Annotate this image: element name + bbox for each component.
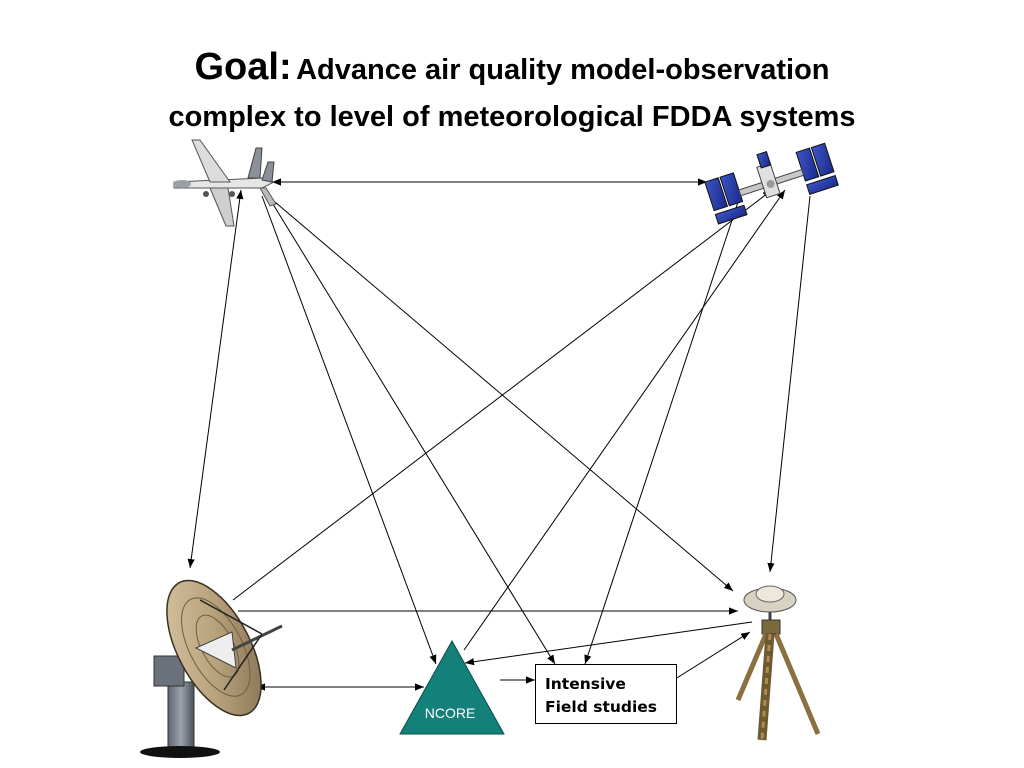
arrow-satellite-to-field-studies (584, 195, 741, 665)
space-station-icon (704, 142, 839, 225)
aircraft-icon (173, 139, 277, 227)
title-line-2: complex to level of meteorological FDDA … (168, 101, 856, 133)
arrow-satellite-to-ground-sensor (767, 195, 811, 573)
arrow-aircraft-to-ground-sensor (274, 201, 734, 592)
arrow-radar-to-satellite (232, 189, 773, 601)
title-lead: Goal: (194, 46, 292, 88)
field-studies-line-1: Intensive (545, 675, 626, 693)
field-studies-box: Intensive Field studies (535, 664, 677, 724)
tripod-sensor-icon (735, 585, 821, 741)
ncore-label: NCORE (425, 705, 476, 721)
arrow-ground-sensor-to-ncore (464, 621, 753, 666)
ncore-node: NCORE (399, 639, 505, 735)
field-studies-line-2: Field studies (545, 698, 658, 716)
title-rest: Advance air quality model-observation (296, 54, 830, 86)
slide-title: Goal: Advance air quality model-observat… (0, 46, 1024, 138)
arrow-ncore-to-satellite (463, 189, 786, 651)
arrow-aircraft-to-field-studies (267, 195, 556, 665)
title-line-1: Goal: Advance air quality model-observat… (0, 46, 1024, 96)
arrow-aircraft-to-ncore (261, 195, 437, 665)
radar-dish-icon (140, 579, 283, 758)
arrow-field-studies-to-ground-sensor (663, 631, 751, 687)
connections-layer (187, 178, 811, 691)
arrow-aircraft-to-radar (187, 189, 244, 569)
